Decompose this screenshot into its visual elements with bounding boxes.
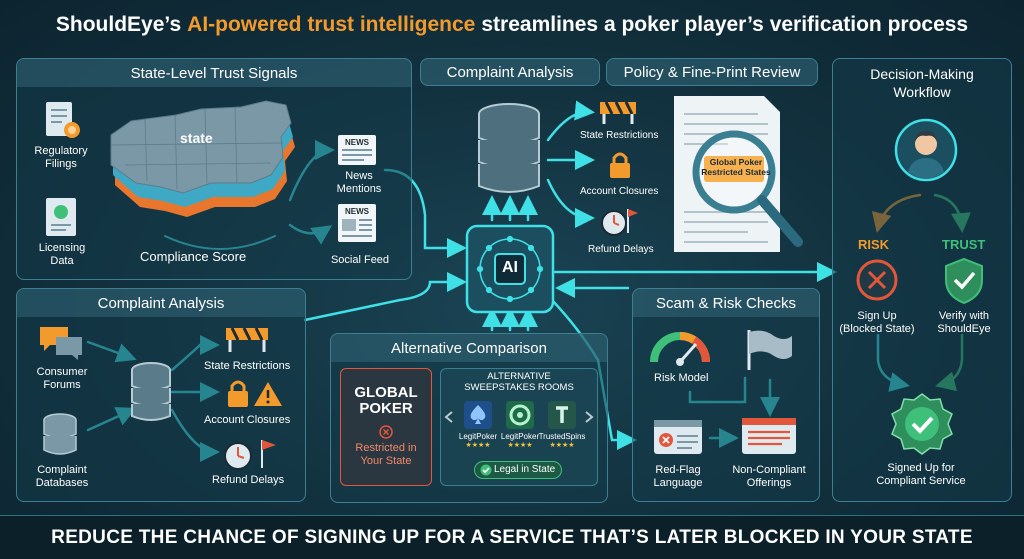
barrier-top-icon <box>600 101 636 124</box>
state-signals-header: State-Level Trust Signals <box>17 59 411 87</box>
room-stars-3: ★★★★ <box>549 442 575 449</box>
database-top-icon <box>478 103 540 193</box>
scam-risk-header: Scam & Risk Checks <box>633 289 819 317</box>
room-name-3: TrustedSpins <box>538 432 586 441</box>
policy-state-restrictions-label: State Restrictions <box>580 130 659 141</box>
compliance-score-label: Compliance Score <box>140 249 247 264</box>
signed-up-compliant-label: Signed Up for Compliant Service <box>876 462 966 487</box>
map-state-label: state <box>180 130 213 146</box>
policy-refund-delays-label: Refund Delays <box>588 244 654 255</box>
clover-logo-icon <box>506 401 534 429</box>
legal-check-icon <box>480 464 492 476</box>
ai-label: AI <box>502 259 518 276</box>
social-feed-label: Social Feed <box>330 254 390 266</box>
verify-with-shouldeye-label: Verify with ShouldEye <box>937 310 991 335</box>
database-bottom-icon <box>131 362 171 421</box>
bottom-refund-delays-label: Refund Delays <box>212 474 285 486</box>
title-accent: AI-powered trust intelligence <box>187 13 476 36</box>
risk-x-circle-icon <box>856 259 898 301</box>
complaint-analysis-top-header: Complaint Analysis <box>421 59 599 85</box>
flag-icon <box>747 330 792 370</box>
social-feed-icon: NEWS <box>338 204 376 242</box>
complaint-analysis-bottom-header: Complaint Analysis <box>17 289 305 317</box>
spade-logo-icon <box>464 401 492 429</box>
risk-label: RISK <box>858 237 890 252</box>
stopwatch-flag-top-icon <box>601 209 638 236</box>
lock-warning-bottom-icon <box>228 380 282 407</box>
room-name-2: LegitPoker <box>500 432 540 441</box>
decision-workflow-header: Decision-Making Workflow <box>870 66 974 100</box>
consumer-forums-label: Consumer Forums <box>36 366 88 391</box>
policy-account-closures-label: Account Closures <box>580 186 659 197</box>
user-avatar-icon <box>894 118 958 182</box>
footer-banner: REDUCE THE CHANCE OF SIGNING UP FOR A SE… <box>0 515 1024 559</box>
carousel-right-arrow-icon[interactable] <box>584 410 594 424</box>
non-compliant-offerings-label: Non-Compliant Offerings <box>732 464 806 489</box>
us-map-icon <box>110 100 295 217</box>
barrier-bottom-icon <box>226 327 268 352</box>
regulatory-filings-label: Regulatory Filings <box>34 145 88 170</box>
trust-shield-icon <box>945 257 983 305</box>
policy-review-panel: Policy & Fine-Print Review <box>606 58 818 86</box>
news-tag-bottom: NEWS <box>345 207 370 216</box>
room-card-1[interactable]: LegitPoker ★★★★ <box>458 400 498 452</box>
alternative-rooms-title: ALTERNATIVE SWEEPSTAKES ROOMS <box>464 371 574 393</box>
fine-print-document-icon <box>674 96 803 252</box>
room-card-3[interactable]: TrustedSpins ★★★★ <box>539 400 585 452</box>
licensing-data-label: Licensing Data <box>38 242 86 267</box>
non-compliant-offerings-icon <box>742 418 796 454</box>
complaint-databases-icon <box>43 413 77 455</box>
bottom-state-restrictions-label: State Restrictions <box>204 360 291 372</box>
global-poker-card <box>340 368 432 486</box>
legal-in-state-label: Legal in State <box>494 464 556 475</box>
room-name-1: LegitPoker <box>458 432 498 441</box>
news-mentions-icon: NEWS <box>338 135 376 165</box>
risk-gauge-icon <box>650 332 711 366</box>
policy-review-header: Policy & Fine-Print Review <box>607 59 817 85</box>
global-poker-brand-line1: GLOBAL <box>354 384 418 401</box>
restricted-in-state-label: Restricted in Your State <box>355 442 417 467</box>
scam-risk-panel: Scam & Risk Checks <box>632 288 820 502</box>
policy-doc-highlight-label: Global Poker Restricted States <box>701 157 771 177</box>
global-poker-brand-line2: POKER <box>359 400 413 417</box>
ai-chip-icon <box>465 224 555 314</box>
room-stars-1: ★★★★ <box>465 442 491 449</box>
legal-in-state-badge <box>474 461 562 479</box>
trust-label: TRUST <box>942 237 986 252</box>
title-suffix: streamlines a poker player’s verificatio… <box>481 13 969 36</box>
complaint-databases-label: Complaint Databases <box>35 464 89 489</box>
trusted-spins-logo-icon <box>548 401 576 429</box>
news-tag-top: NEWS <box>345 138 370 147</box>
lock-top-icon <box>610 152 630 178</box>
title-prefix: ShouldEye’s <box>55 13 182 36</box>
stopwatch-flag-bottom-icon <box>224 440 276 470</box>
risk-model-label: Risk Model <box>654 372 709 384</box>
room-stars-2: ★★★★ <box>507 442 533 449</box>
room-card-2[interactable]: LegitPoker ★★★★ <box>500 400 540 452</box>
page-title: ShouldEye’s AI-powered trust intelligenc… <box>0 0 1024 50</box>
alternative-comparison-header: Alternative Comparison <box>331 334 607 362</box>
bottom-account-closures-label: Account Closures <box>204 414 291 426</box>
complaint-analysis-top-panel: Complaint Analysis <box>420 58 600 86</box>
red-flag-language-label: Red-Flag Language <box>653 464 703 489</box>
carousel-left-arrow-icon[interactable] <box>444 410 454 424</box>
regulatory-filings-icon <box>46 102 80 138</box>
news-mentions-label: News Mentions <box>336 170 382 195</box>
red-flag-language-icon <box>654 420 702 454</box>
restricted-x-icon <box>379 425 393 439</box>
licensing-data-icon <box>46 198 76 236</box>
consumer-forums-icon <box>40 327 82 360</box>
sign-up-blocked-label: Sign Up (Blocked State) <box>839 310 915 335</box>
signed-up-badge-icon <box>891 393 953 455</box>
